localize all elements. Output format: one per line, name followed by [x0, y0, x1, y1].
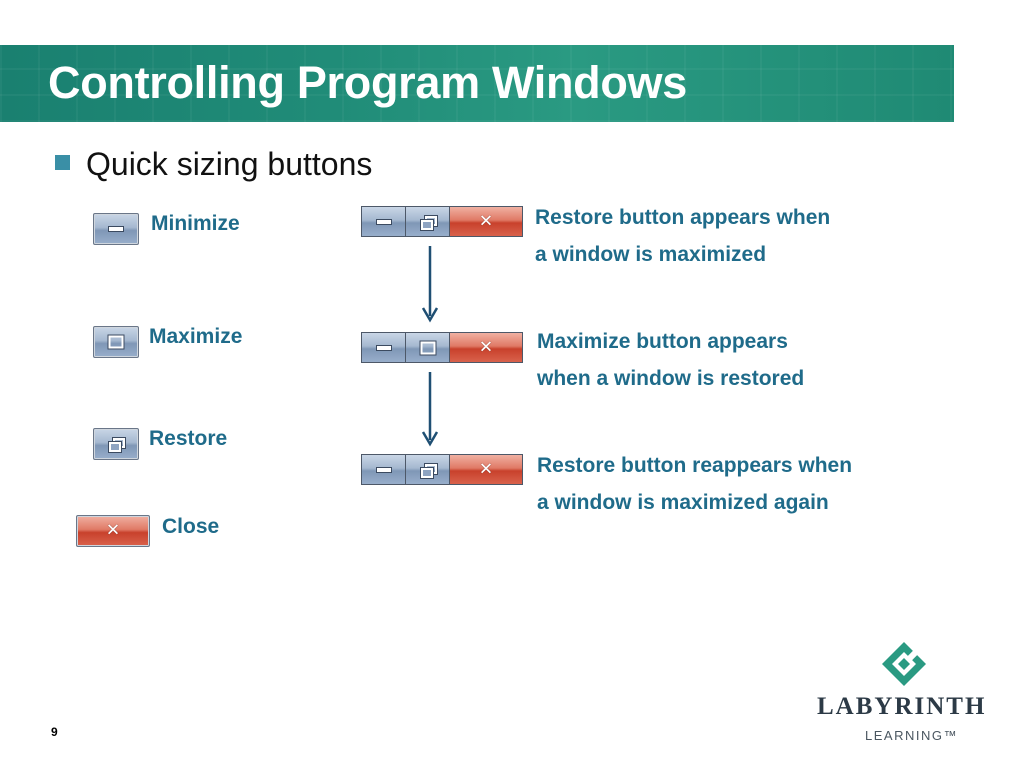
minimize-label: Minimize	[151, 212, 240, 235]
restore-icon	[419, 462, 438, 479]
minimize-icon	[375, 466, 392, 473]
close-icon: ✕	[478, 211, 494, 231]
restore-icon	[419, 214, 438, 231]
note-restored-line1: Maximize button appears	[537, 330, 788, 353]
bullet-text: Quick sizing buttons	[86, 146, 373, 182]
strip-minimize-button[interactable]	[362, 455, 406, 484]
logo-subtitle: LEARNING™	[865, 728, 958, 743]
strip-restore-button[interactable]	[406, 207, 450, 236]
down-arrow-icon	[421, 372, 439, 447]
close-button[interactable]: ✕	[76, 515, 150, 547]
strip-close-button[interactable]: ✕	[450, 207, 522, 236]
page-number: 9	[51, 725, 58, 739]
close-label: Close	[162, 515, 220, 538]
restore-label: Restore	[149, 427, 228, 450]
maximize-icon	[419, 340, 436, 355]
note-maximized-again-line1: Restore button reappears when	[537, 454, 853, 477]
strip-minimize-button[interactable]	[362, 207, 406, 236]
minimize-button[interactable]	[93, 213, 139, 245]
note-maximized-line2: a window is maximized	[535, 243, 767, 266]
bullet-square-icon	[55, 155, 70, 170]
down-arrow-icon	[421, 246, 439, 323]
restore-icon	[108, 437, 126, 453]
close-icon: ✕	[478, 459, 494, 479]
minimize-icon	[375, 344, 392, 351]
strip-close-button[interactable]: ✕	[450, 455, 522, 484]
strip-close-button[interactable]: ✕	[450, 333, 522, 362]
button-strip-restored: ✕	[361, 332, 523, 363]
strip-restore-button[interactable]	[406, 455, 450, 484]
close-icon: ✕	[478, 337, 494, 357]
title-bar-pattern	[0, 45, 954, 122]
title-bar	[0, 45, 954, 122]
close-icon: ✕	[105, 520, 121, 541]
maximize-button[interactable]	[93, 326, 139, 358]
page-title: Controlling Program Windows	[48, 57, 687, 108]
maximize-icon	[107, 334, 125, 350]
restore-button[interactable]	[93, 428, 139, 460]
note-maximized-line1: Restore button appears when	[535, 206, 831, 229]
minimize-icon	[375, 218, 392, 225]
note-restored-line2: when a window is restored	[537, 367, 805, 390]
strip-minimize-button[interactable]	[362, 333, 406, 362]
button-strip-maximized: ✕	[361, 206, 523, 237]
labyrinth-logo-icon	[882, 642, 926, 686]
minimize-icon	[108, 226, 124, 232]
button-strip-maximized-again: ✕	[361, 454, 523, 485]
maximize-label: Maximize	[149, 325, 243, 348]
strip-maximize-button[interactable]	[406, 333, 450, 362]
note-maximized-again-line2: a window is maximized again	[537, 491, 829, 514]
logo-wordmark: LABYRINTH	[817, 693, 987, 720]
